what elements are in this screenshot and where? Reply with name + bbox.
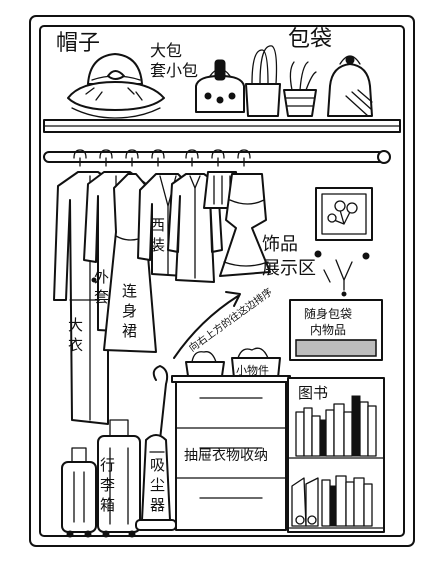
ruffle-dress-icon: [219, 173, 271, 277]
label-display-1: 饰品: [262, 234, 298, 255]
label-small-items: 小物件: [236, 363, 269, 377]
label-suit-1: 西: [150, 216, 165, 234]
label-drawers: 抽屉衣物收纳: [184, 448, 268, 464]
label-coat-2: 衣: [68, 336, 83, 354]
label-dress-1: 连: [122, 282, 137, 300]
label-outer-2: 套: [94, 288, 109, 306]
label-arrow-note: 向右上方的往这边排序: [186, 285, 275, 354]
label-luggage-1: 行: [100, 456, 115, 474]
label-vacuum-1: 吸: [150, 456, 165, 474]
label-outer-1: 外: [94, 268, 109, 286]
label-luggage-2: 李: [100, 476, 115, 494]
basket-icon: [283, 61, 317, 117]
hat-icon: [67, 53, 165, 119]
label-bags: 包袋: [288, 27, 332, 52]
label-small-bag: 套小包: [150, 61, 198, 80]
small-items-basket: [185, 347, 281, 379]
bookshelf: [287, 377, 385, 533]
label-dress-3: 裙: [122, 322, 137, 340]
purse-icon: [327, 55, 373, 117]
label-luggage-3: 箱: [100, 496, 115, 514]
top-shelf: [43, 119, 401, 133]
label-books: 图书: [298, 384, 328, 402]
earring-icon: [314, 250, 370, 297]
vacuum-icon: [135, 365, 177, 531]
label-carry-bag-2: 内物品: [310, 323, 346, 337]
label-vacuum-3: 器: [150, 496, 165, 514]
tote-bag-icon: [245, 45, 281, 117]
label-dress-2: 身: [122, 302, 137, 320]
wardrobe-frame: [29, 15, 415, 547]
handbag-icon: [195, 59, 245, 113]
arrow-icon: [173, 291, 241, 359]
label-display-2: 展示区: [262, 258, 316, 279]
luggage-icon: [61, 419, 141, 538]
label-big-bag: 大包: [150, 41, 182, 60]
display-frame-icon: [315, 187, 373, 241]
label-suit-2: 装: [150, 236, 165, 254]
label-hats: 帽子: [56, 31, 100, 56]
carry-bag-shelf: [289, 299, 383, 361]
label-vacuum-2: 尘: [150, 476, 165, 494]
label-coat-1: 大: [68, 316, 83, 334]
hanging-rod: [43, 150, 391, 164]
hanger-row: [73, 149, 251, 167]
drawer-unit: [171, 375, 291, 531]
label-carry-bag-1: 随身包袋: [304, 306, 352, 321]
